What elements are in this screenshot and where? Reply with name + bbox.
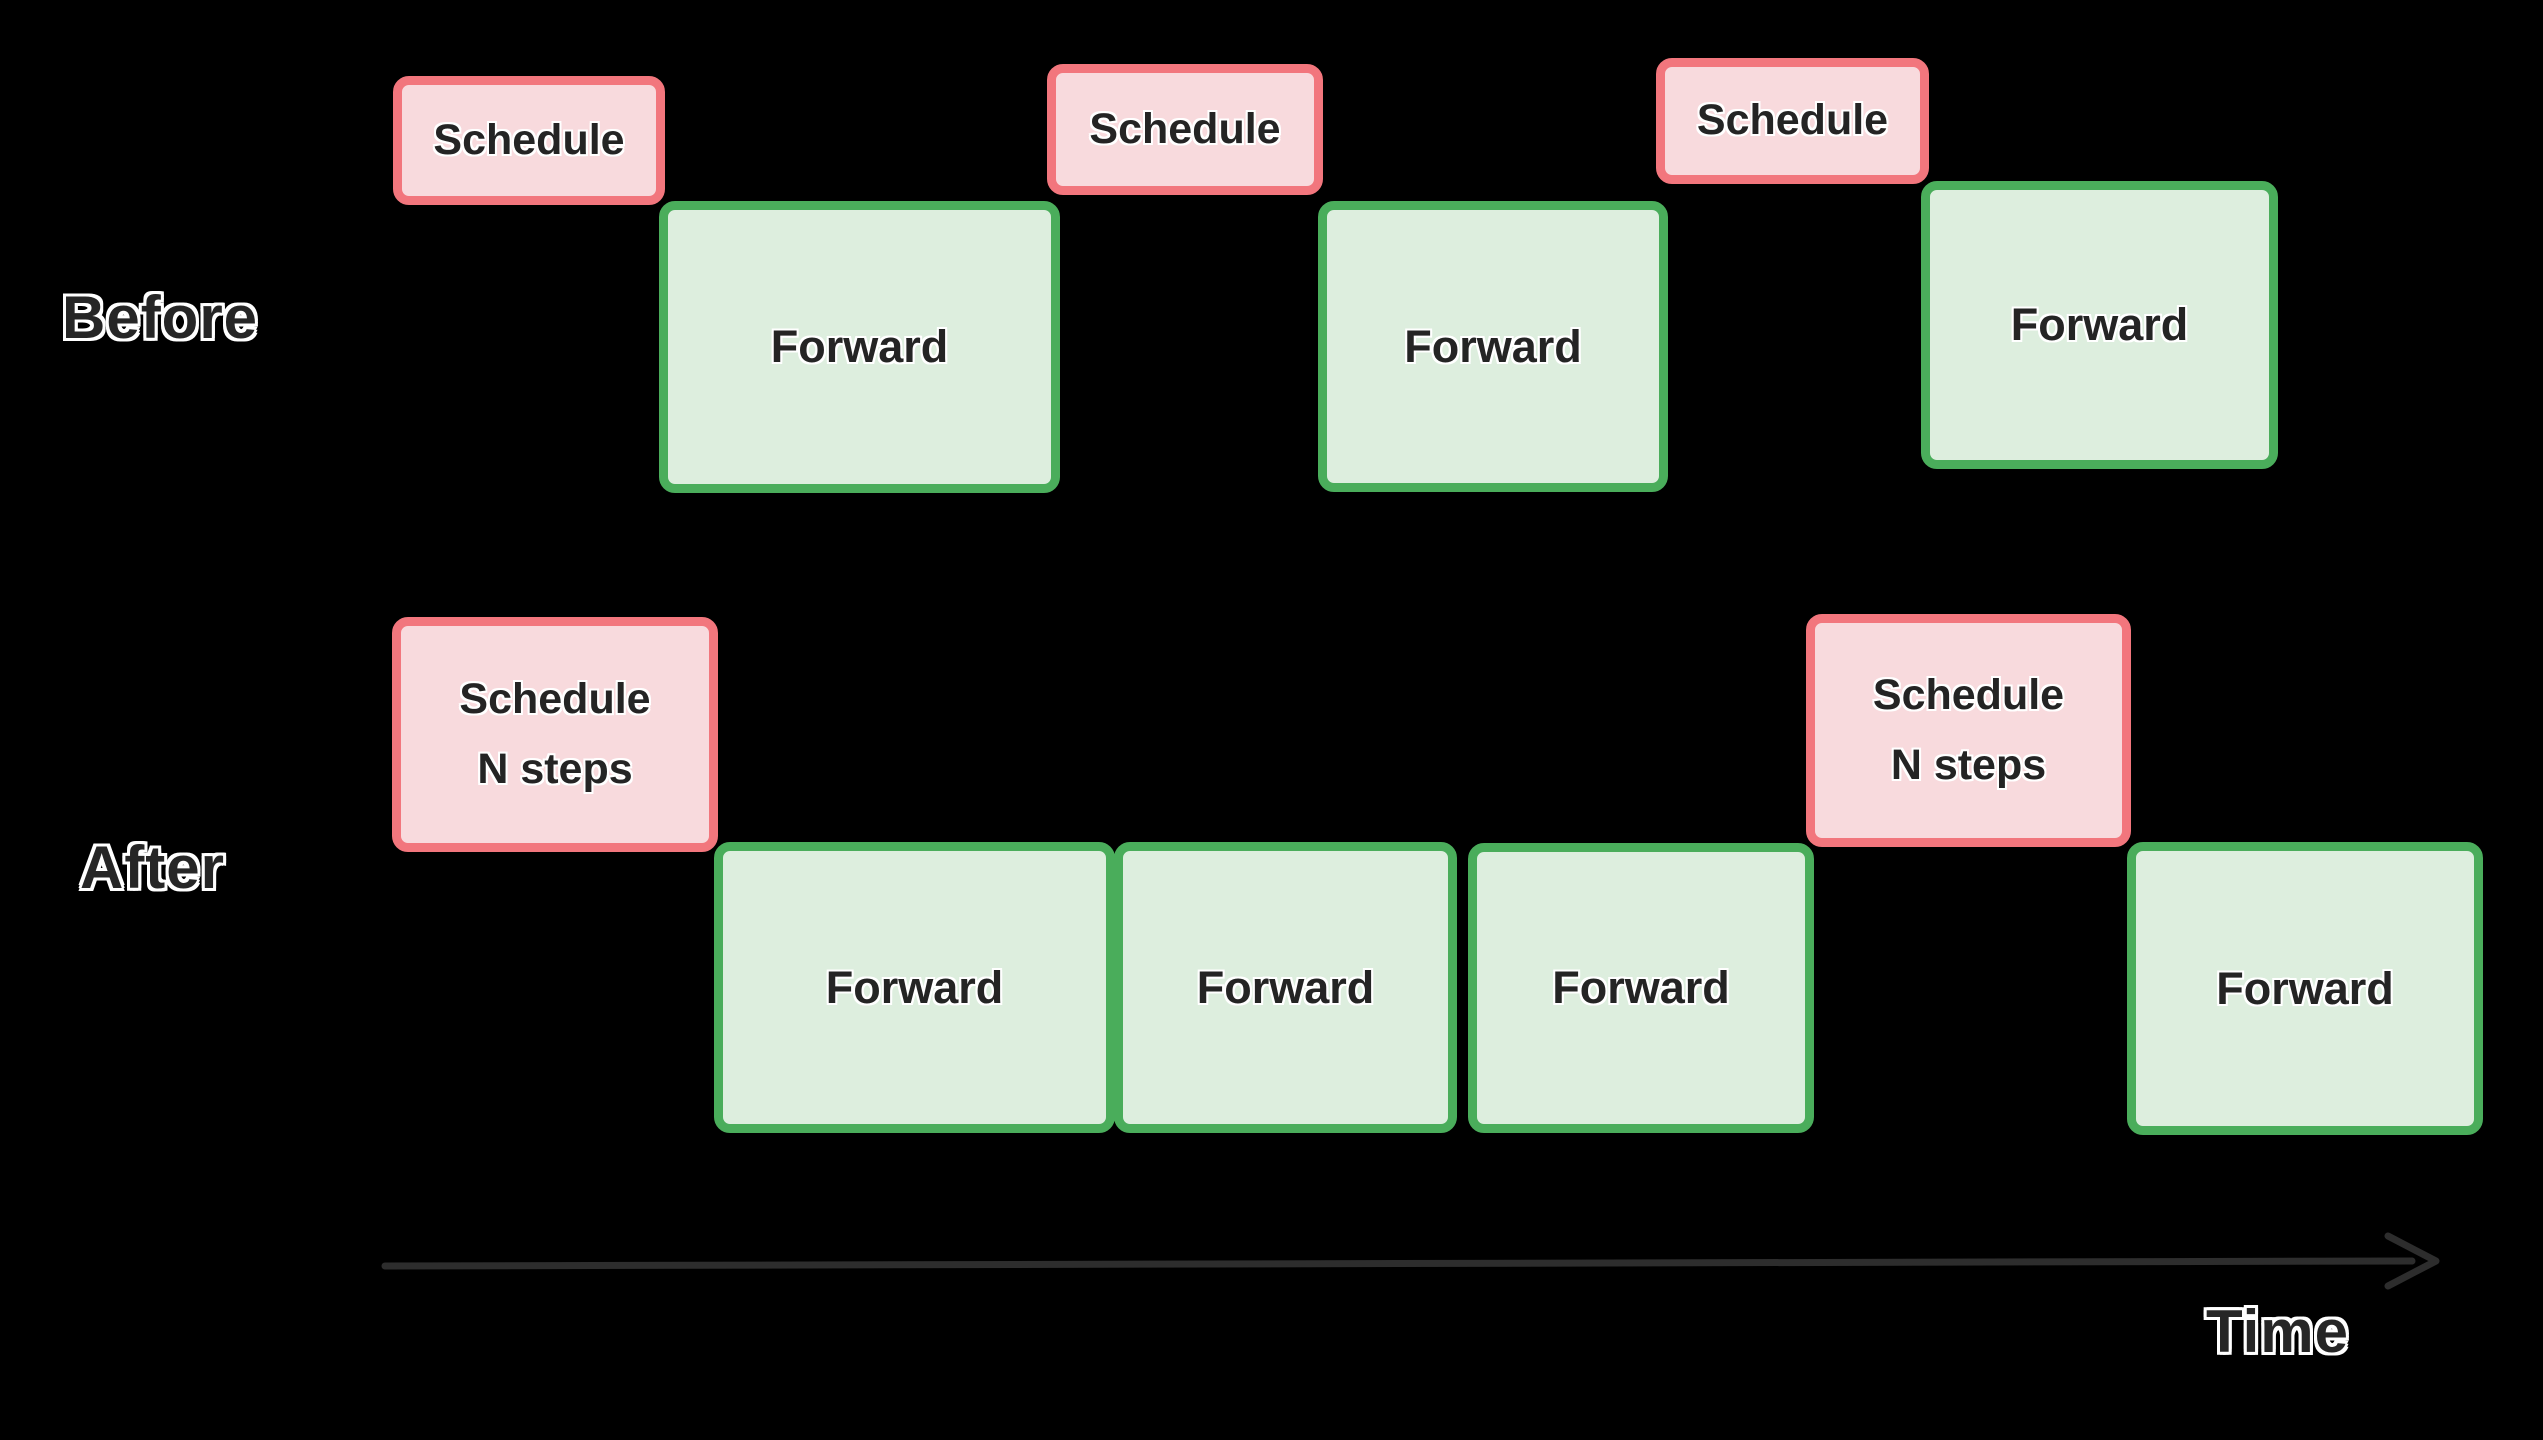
schedule-block: Schedule [393, 76, 665, 205]
forward-block-label: Forward [770, 321, 949, 373]
schedule-block: Schedule [1656, 58, 1929, 184]
schedule-block-label: Schedule [433, 115, 625, 164]
forward-block: Forward [2127, 842, 2483, 1135]
schedule-n-steps-line2: N steps [1890, 740, 2047, 789]
schedule-n-steps-line2: N steps [477, 744, 633, 793]
forward-block-label: Forward [825, 961, 1004, 1013]
schedule-n-steps-label: Schedule N steps [1873, 671, 2064, 790]
forward-block-label: Forward [2010, 299, 2189, 351]
forward-block-label: Forward [2216, 962, 2394, 1014]
before-row-label: Before [62, 284, 259, 351]
schedule-n-steps-line1: Schedule [459, 675, 651, 724]
schedule-block-label: Schedule [1696, 96, 1889, 145]
schedule-n-steps-block: Schedule N steps [1806, 614, 2131, 847]
after-row-label: After [80, 834, 226, 901]
schedule-n-steps-line1: Schedule [1872, 671, 2065, 720]
forward-block: Forward [659, 201, 1060, 493]
forward-block: Forward [714, 842, 1115, 1133]
schedule-n-steps-block: Schedule N steps [392, 617, 718, 852]
forward-block-label: Forward [1552, 962, 1730, 1014]
schedule-block-label: Schedule [1089, 104, 1281, 153]
forward-block: Forward [1318, 201, 1668, 492]
schedule-block: Schedule [1047, 64, 1323, 195]
time-axis-label: Time [2206, 1298, 2349, 1365]
forward-block: Forward [1921, 181, 2278, 469]
schedule-n-steps-label: Schedule N steps [459, 675, 650, 794]
forward-block: Forward [1114, 842, 1457, 1133]
time-axis-arrow [381, 1232, 2440, 1290]
forward-block: Forward [1468, 843, 1814, 1133]
forward-block-label: Forward [1404, 320, 1582, 372]
forward-block-label: Forward [1196, 961, 1375, 1013]
